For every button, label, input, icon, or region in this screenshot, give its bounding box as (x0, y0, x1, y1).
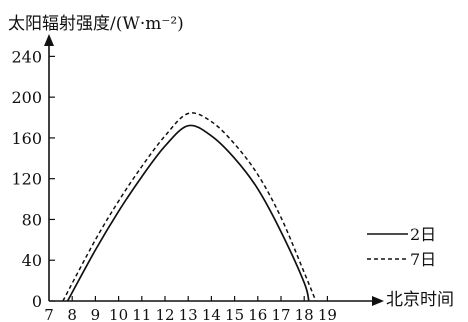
y-tick-label: 160 (11, 129, 42, 148)
legend-label-0: 2日 (410, 225, 436, 244)
x-tick-label: 12 (155, 306, 174, 322)
series-line-0 (66, 124, 310, 302)
x-tick-label: 8 (67, 306, 77, 322)
x-tick-label: 10 (109, 306, 128, 322)
x-tick-label: 18 (295, 306, 314, 322)
x-tick-label: 11 (132, 306, 151, 322)
x-axis-title: 北京时间 (386, 290, 454, 310)
x-tick-label: 9 (91, 306, 101, 322)
y-axis-title: 太阳辐射强度/(W·m⁻²) (8, 14, 184, 34)
x-tick-label: 17 (271, 306, 290, 322)
y-tick-label: 80 (22, 210, 42, 229)
y-tick-label: 120 (11, 170, 42, 189)
x-axis-arrow (372, 296, 384, 306)
y-axis-arrow (44, 34, 54, 46)
x-tick-label: 14 (202, 306, 221, 322)
x-tick-label: 13 (179, 306, 198, 322)
legend-label-1: 7日 (410, 250, 436, 269)
x-tick-label: 7 (44, 306, 54, 322)
series-line-1 (62, 112, 317, 302)
axes (44, 34, 384, 306)
y-tick-label: 40 (22, 251, 42, 270)
x-tick-label: 19 (318, 306, 337, 322)
x-tick-label: 15 (225, 306, 244, 322)
y-tick-label: 0 (32, 292, 42, 311)
x-tick-label: 16 (248, 306, 267, 322)
y-tick-label: 200 (11, 88, 42, 107)
y-tick-label: 240 (11, 47, 42, 66)
series-layer (62, 112, 317, 302)
